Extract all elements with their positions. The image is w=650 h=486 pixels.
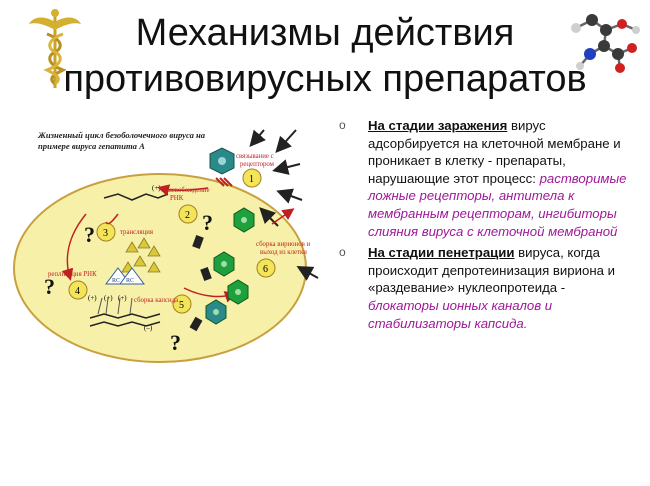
bullet-highlight: растворимые ложные рецепторы, антитела к…	[368, 170, 627, 239]
molecule-icon	[571, 14, 640, 73]
question-mark-4: ?	[170, 330, 181, 355]
mechanism-bullets: o На стадии заражения вирус адсорбируетс…	[336, 117, 636, 336]
bullet-item: o На стадии заражения вирус адсорбируетс…	[336, 117, 636, 240]
bullet-text: вирус адсорбируется на клеточной мембран…	[368, 118, 621, 186]
label-uncoat-line-2: РНК	[170, 195, 184, 202]
incoming-arrow	[276, 188, 303, 204]
bullet-heading: На стадии заражения	[368, 118, 508, 133]
question-mark-2: ?	[84, 222, 95, 247]
bullet-marker-icon: o	[339, 118, 346, 132]
step-circle-1	[242, 168, 262, 188]
rna-minus: (–)	[144, 324, 153, 332]
title-line-2: противовирусных препаратов	[63, 58, 587, 100]
label-capsid: сборка капсида	[134, 297, 178, 304]
step-number-1: 1	[249, 174, 254, 185]
incoming-arrow	[249, 129, 266, 148]
rna-plus-1: (+)	[88, 294, 97, 302]
step-circle-6	[256, 258, 276, 278]
bullet-item: o На стадии пенетрации вируса, когда про…	[336, 244, 636, 332]
diagram-heading-line-2: примере вируса гепатита А	[38, 141, 145, 151]
virus-lifecycle-diagram: Жизненный цикл безоболочечного вируса на…	[13, 129, 319, 363]
step-circle-4	[68, 280, 88, 300]
rc-label-2: RC	[126, 278, 134, 284]
question-mark-3: ?	[44, 274, 55, 299]
bullet-marker-icon: o	[339, 245, 346, 260]
bullet-heading: На стадии пенетрации	[368, 245, 515, 261]
rna-plus-2: (+)	[104, 294, 113, 302]
diagram-heading-line-1: Жизненный цикл безоболочечного вируса на	[37, 130, 206, 140]
question-mark-1: ?	[202, 210, 213, 235]
incoming-arrow	[296, 266, 319, 281]
label-translation: трансляция	[120, 229, 153, 236]
process-arrow	[105, 213, 119, 225]
incoming-arrow	[272, 159, 301, 175]
step-number-4: 4	[75, 286, 80, 297]
process-arrow	[271, 208, 295, 225]
title-line-1: Механизмы действия	[135, 12, 515, 54]
label-assembly-line-2: выход из клетки	[260, 249, 307, 256]
rc-label-1: RC	[112, 278, 120, 284]
incoming-arrow	[275, 129, 297, 153]
process-arrow	[61, 213, 87, 281]
step-number-5: 5	[179, 300, 184, 311]
label-attach-line-2: рецептором	[240, 161, 275, 168]
step-number-3: 3	[103, 228, 108, 239]
process-arrow	[157, 184, 209, 197]
label-replication: репликация РНК	[48, 271, 97, 278]
incoming-arrow	[259, 207, 279, 227]
step-circle-2	[178, 204, 198, 224]
caduceus-logo-icon	[29, 9, 81, 88]
step-number-6: 6	[263, 264, 268, 275]
rna-strand	[103, 193, 169, 201]
bullet-highlight: блокаторы ионных каналов и стабилизаторы…	[368, 297, 553, 331]
label-attach-line-1: связывание с	[236, 153, 274, 160]
label-assembly-line-1: сборка вирионов и	[256, 241, 310, 248]
step-number-2: 2	[185, 210, 190, 221]
rna-plus-top: (+)	[152, 184, 161, 192]
page-title: Механизмы действия противовирусных препа…	[20, 10, 630, 102]
bullet-text: вируса, когда происходит депротеинизация…	[368, 245, 615, 296]
step-circle-5	[172, 294, 192, 314]
rna-plus-3: (+)	[118, 294, 127, 302]
